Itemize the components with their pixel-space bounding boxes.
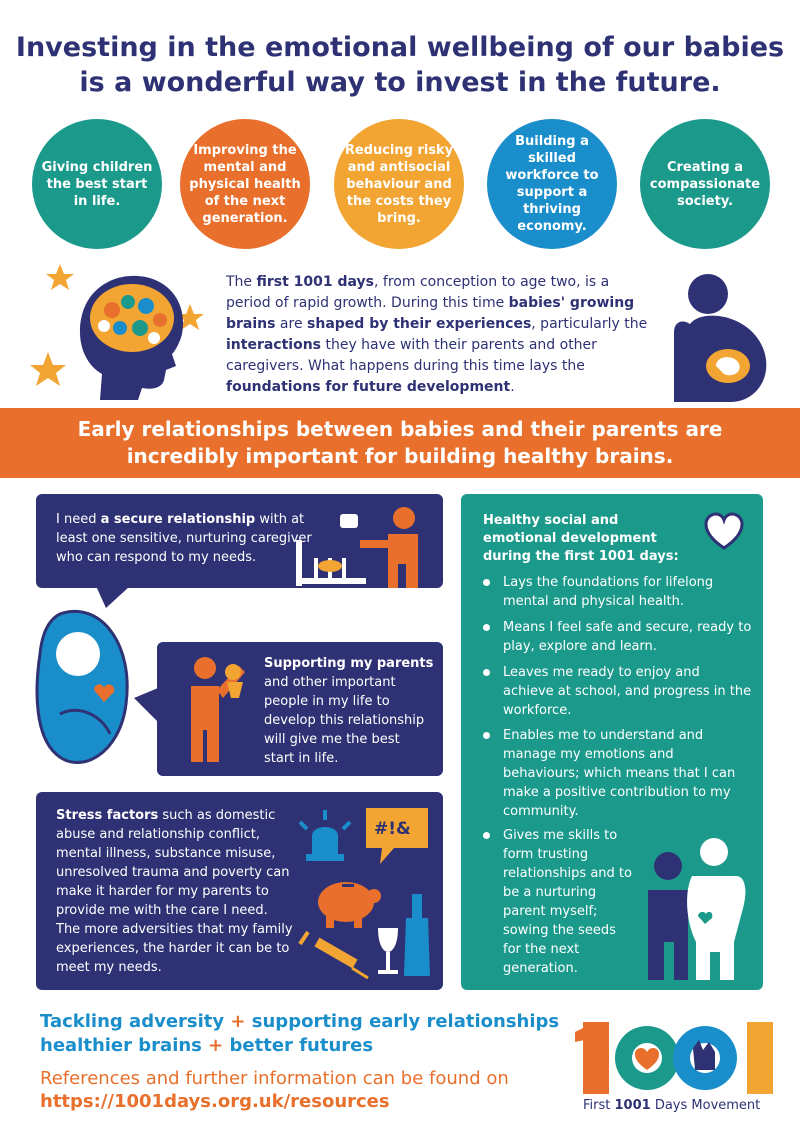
piggy-bank-icon [318,882,381,928]
intro-bold: interactions [226,337,322,353]
intro-bold: babies' growing brains [226,295,635,332]
logo-numerals [575,1022,773,1094]
resources-link[interactable]: https://1001days.org.uk/resources [40,1091,390,1112]
tagline-text: Tackling adversity [40,1011,225,1032]
intro-text: they have with their parents and other c… [226,337,597,374]
tagline-text: better futures [229,1035,374,1056]
heart-icon [635,1048,659,1070]
swaddled-baby-icon [35,610,129,764]
benefit-circle-3: Reducing risky and antisocial behaviour … [334,119,464,249]
plus-sign: + [208,1035,224,1056]
1001-days-logo [575,1022,773,1094]
relationships-banner: Early relationships between babies and t… [0,408,800,478]
speech-bubble-text: #!& [374,819,411,839]
wine-glass-icon [378,928,398,974]
family-illustration [648,838,746,980]
pregnant-parent-icon [674,274,767,402]
bullet-item: Enables me to understand and manage my e… [483,726,753,821]
speech-pointer [96,586,130,608]
box-bold: Stress factors [56,808,159,823]
logo-caption-text: Days Movement [650,1098,761,1113]
box-text: I need [56,512,101,527]
hands-icon [693,1040,715,1070]
bullet-text: Means I feel safe and secure, ready to p… [503,620,752,654]
benefit-text: Reducing risky and antisocial behaviour … [344,142,454,226]
bullet-item: Leaves me ready to enjoy and achieve at … [483,663,753,720]
stress-factors-text: Stress factors such as domestic abuse an… [56,806,296,977]
bullet-item: Gives me skills to form trusting relatio… [483,826,633,978]
headline-line2: is a wonderful way to invest in the futu… [79,67,721,98]
caregiver-crib-icon [296,507,418,588]
logo-caption-text: First [583,1098,615,1113]
secure-relationship-text: I need a secure relationship with at lea… [56,510,316,567]
banner-line2: incredibly important for building health… [126,444,674,468]
star-icon [46,264,74,290]
benefit-circle-4: Building a skilled workforce to support … [487,119,617,249]
supporting-parents-text: Supporting my parents and other importan… [264,654,434,768]
bullet-text: Lays the foundations for lifelong mental… [503,575,714,609]
star-icon [30,352,66,386]
benefit-text: Building a skilled workforce to support … [505,134,599,234]
intro-text: , from conception to age two, is a perio… [226,274,610,311]
healthy-development-title: Healthy social and emotional development… [483,513,679,564]
parent-holding-baby-icon [191,657,245,762]
benefit-circle-2: Improving the mental and physical health… [180,119,310,249]
intro-bold: foundations for future development [226,379,511,395]
references-text: References and further information can b… [40,1068,509,1089]
box-bold: Supporting my parents [264,656,434,671]
intro-text: are [275,316,308,332]
tagline-text: supporting early relationships [251,1011,560,1032]
tagline-line1: Tackling adversity + supporting early re… [40,1010,559,1034]
syringe-icon [298,930,369,980]
intro-bold: first 1001 days [256,274,375,290]
bullet-text: Leaves me ready to enjoy and achieve at … [503,665,752,718]
intro-bold: shaped by their experiences [307,316,532,332]
intro-text: The [226,274,257,290]
benefit-text: Giving children the best start in life. [41,159,153,209]
benefit-text: Creating a compassionate society. [649,159,761,209]
bullet-item: Lays the foundations for lifelong mental… [483,573,753,611]
speech-pointer [134,688,158,722]
stressors-illustration: #!& [298,808,430,980]
footer-tagline: Tackling adversity + supporting early re… [40,1010,559,1058]
logo-caption-bold: 1001 [614,1098,651,1113]
benefit-circle-1: Giving children the best start in life. [32,119,162,249]
intro-paragraph: The first 1001 days, from conception to … [226,272,656,398]
plus-sign: + [230,1011,246,1032]
box-text: and other important people in my life to… [264,675,425,766]
heart-icon [704,512,744,550]
speech-bubble-icon: #!& [366,808,428,864]
headline-line1: Investing in the emotional wellbeing of … [15,32,785,63]
bullet-text: Gives me skills to form trusting relatio… [503,828,632,976]
box-bold: a secure relationship [100,512,256,527]
bullet-item: Means I feel safe and secure, ready to p… [483,618,753,656]
benefit-text: Improving the mental and physical health… [189,142,301,226]
benefit-circle-5: Creating a compassionate society. [640,119,770,249]
brain-head-icon [30,264,204,400]
banner-line1: Early relationships between babies and t… [77,417,723,441]
siren-icon [298,810,352,861]
tagline-line2: healthier brains + better futures [40,1034,559,1058]
box-text: such as domestic abuse and relationship … [56,808,293,975]
tagline-text: healthier brains [40,1035,202,1056]
logo-caption: First 1001 Days Movement [583,1098,760,1113]
intro-text: . [510,379,515,395]
box-text: with at least one sensitive, nurturing c… [56,512,312,565]
bottle-icon [404,894,430,976]
bullet-text: Enables me to understand and manage my e… [503,728,736,819]
page-headline: Investing in the emotional wellbeing of … [0,30,800,100]
intro-text: , particularly the [531,316,648,332]
